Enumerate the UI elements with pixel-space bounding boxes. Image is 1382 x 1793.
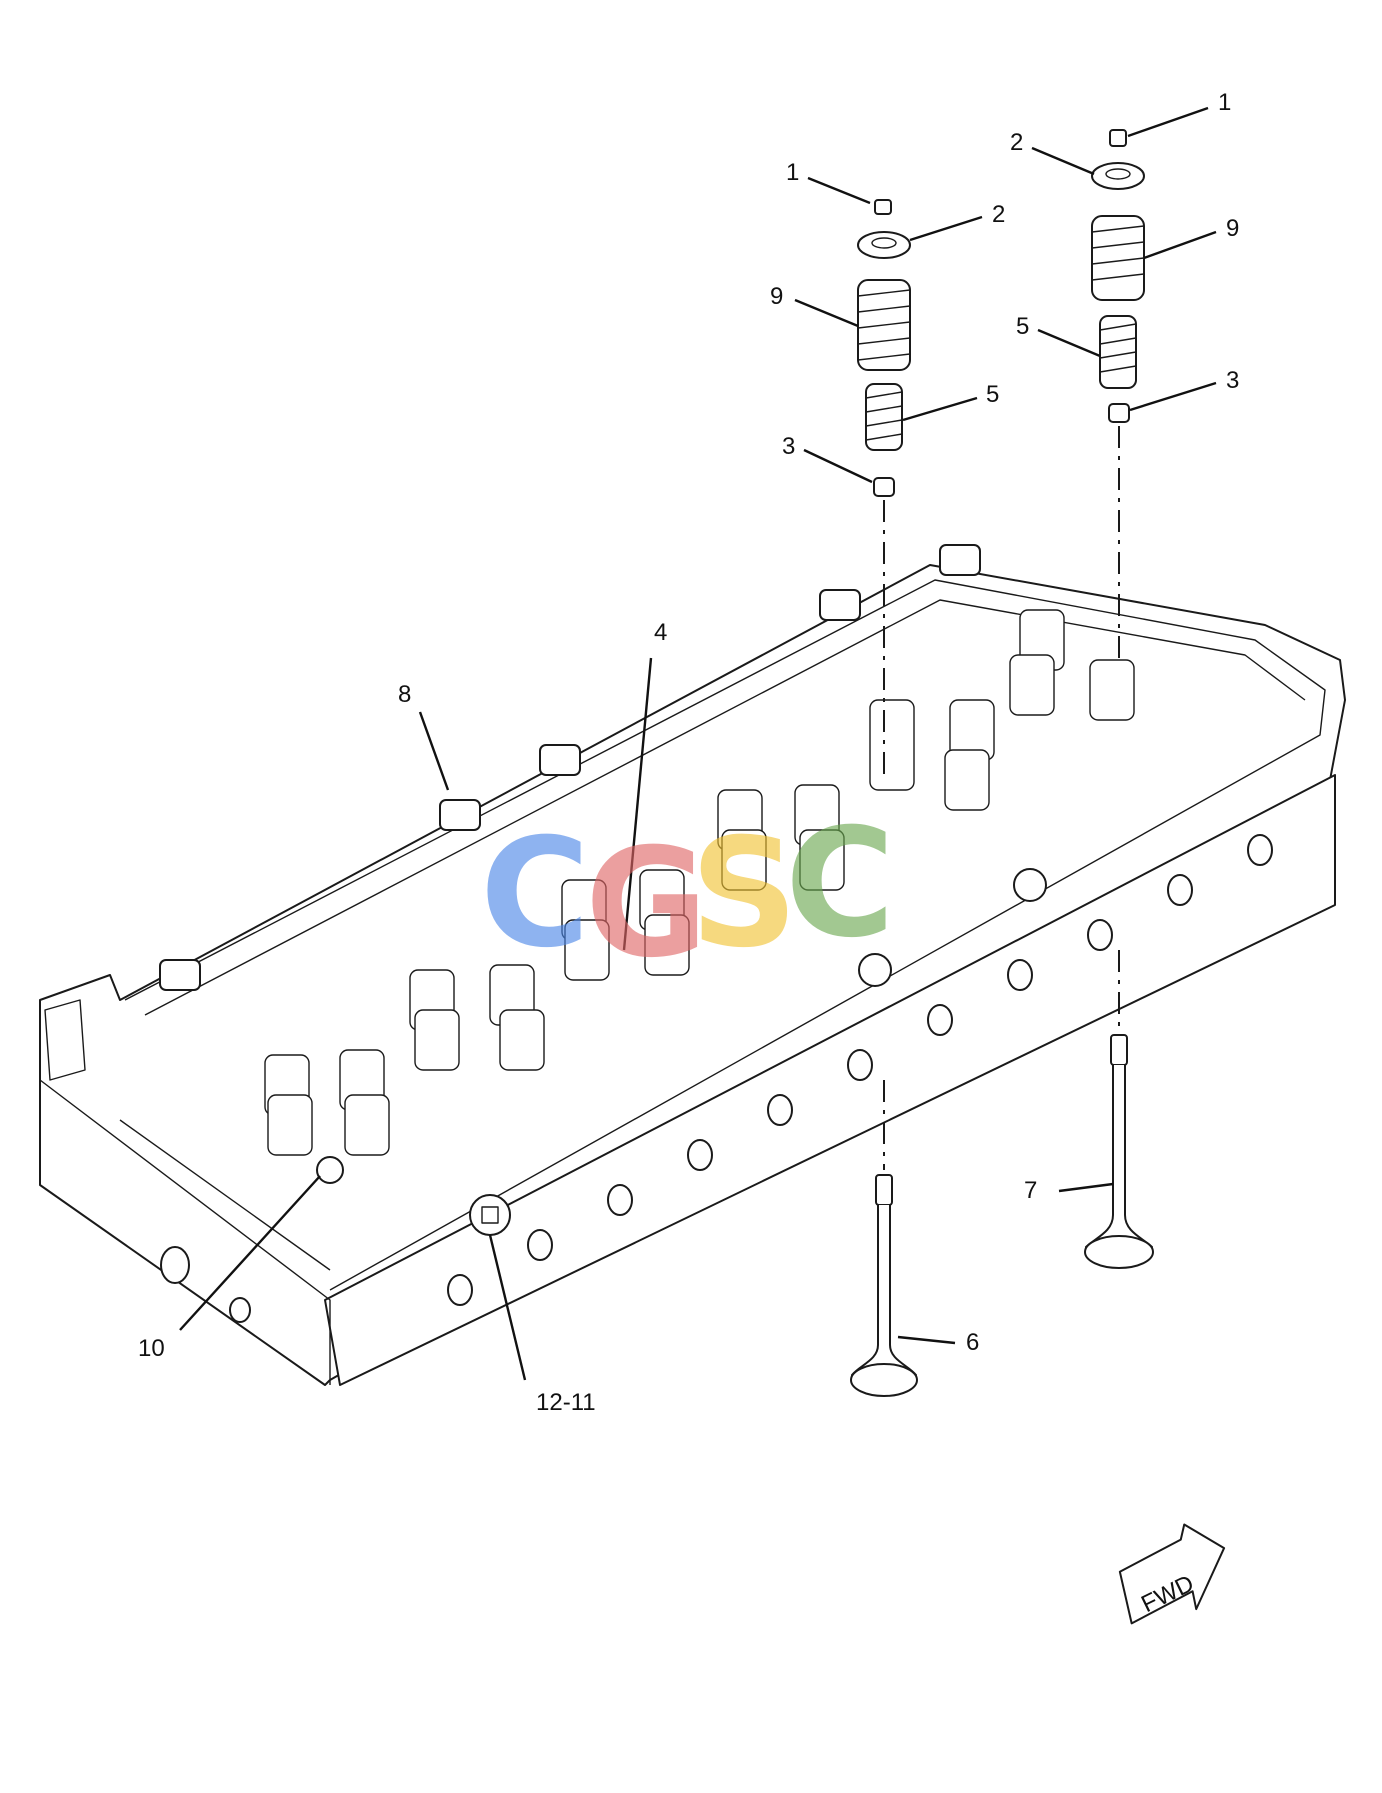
cgsc-watermark-logo: C G S C bbox=[480, 797, 895, 991]
valve-stack-b bbox=[1091, 129, 1145, 660]
fitting-10 bbox=[316, 1156, 344, 1184]
seal-a bbox=[873, 477, 895, 497]
keeper-b bbox=[1109, 129, 1127, 147]
keeper-a bbox=[874, 199, 892, 215]
outer-spring-a bbox=[857, 279, 911, 371]
callout-1b: 1 bbox=[1218, 89, 1231, 116]
plug-fitting bbox=[469, 1194, 511, 1236]
callout-3b: 3 bbox=[1226, 367, 1239, 394]
forward-direction-arrow: FWD bbox=[1118, 1523, 1226, 1625]
seal-b bbox=[1108, 403, 1130, 423]
retainer-b bbox=[1091, 162, 1145, 190]
svg-text:S: S bbox=[690, 807, 798, 981]
callout-9b: 9 bbox=[1226, 215, 1239, 242]
retainer-a bbox=[857, 231, 911, 259]
callout-9a: 9 bbox=[770, 283, 783, 310]
outer-spring-b bbox=[1091, 215, 1145, 301]
callout-4: 4 bbox=[654, 619, 667, 646]
head-bolt-bosses bbox=[159, 544, 981, 991]
callout-5a: 5 bbox=[986, 381, 999, 408]
callout-3a: 3 bbox=[782, 433, 795, 460]
cylinder-head bbox=[39, 544, 1346, 1386]
callout-6: 6 bbox=[966, 1329, 979, 1356]
inner-spring-a bbox=[865, 383, 903, 451]
callout-8: 8 bbox=[398, 681, 411, 708]
inner-spring-b bbox=[1099, 315, 1137, 389]
callout-labels: 1 2 9 5 3 1 2 9 5 3 4 8 10 12-11 6 7 bbox=[138, 89, 1239, 1416]
callout-2a: 2 bbox=[992, 201, 1005, 228]
callout-10: 10 bbox=[138, 1335, 165, 1362]
callout-5b: 5 bbox=[1016, 313, 1029, 340]
valve-stack-a bbox=[857, 199, 911, 780]
callout-7: 7 bbox=[1024, 1177, 1037, 1204]
front-face-holes bbox=[160, 834, 1273, 1323]
callout-2b: 2 bbox=[1010, 129, 1023, 156]
installed-valve-springs bbox=[264, 609, 1135, 1156]
leader-lines bbox=[179, 106, 1217, 1381]
svg-text:C: C bbox=[480, 807, 590, 981]
callout-1a: 1 bbox=[786, 159, 799, 186]
intake-valve-7 bbox=[1084, 950, 1154, 1269]
callout-12-11: 12-11 bbox=[536, 1389, 596, 1416]
exhaust-valve-6 bbox=[850, 1080, 918, 1397]
svg-text:G: G bbox=[585, 817, 708, 991]
svg-text:C: C bbox=[785, 797, 895, 971]
